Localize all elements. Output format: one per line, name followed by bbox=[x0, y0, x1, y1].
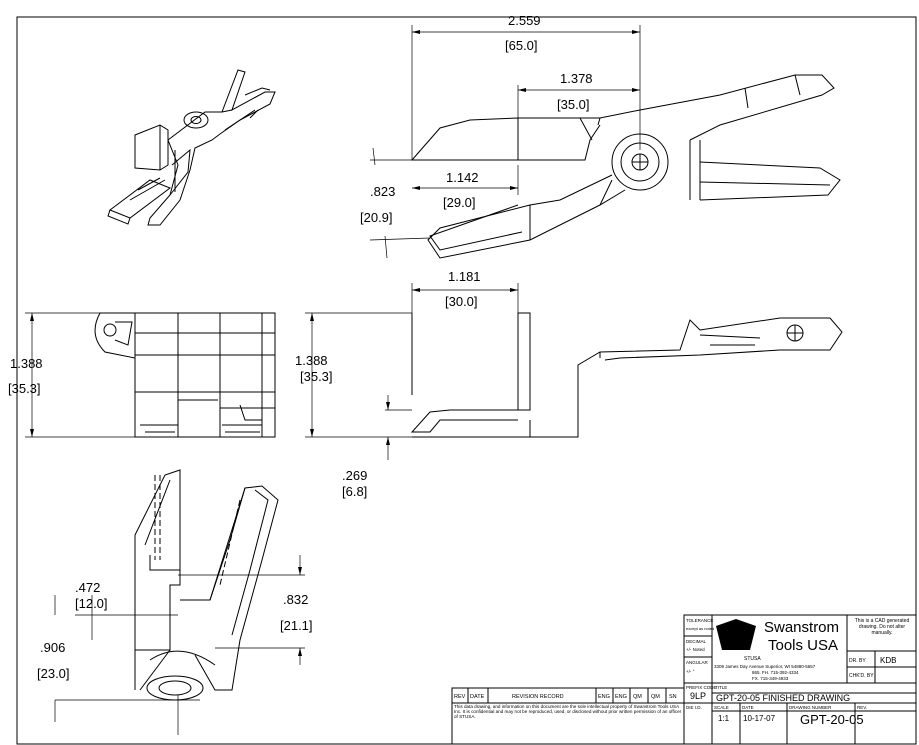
rev-header-eng1: ENG bbox=[598, 694, 610, 700]
company-address: 3309 James Day Avenue Superior, WI 54880… bbox=[714, 664, 816, 669]
dim-side-len-in: 1.181 bbox=[448, 269, 481, 284]
prefix-label: PREFIX CODE bbox=[686, 685, 717, 690]
decimal-value: +/- Noted bbox=[686, 647, 705, 652]
isometric-view bbox=[107, 69, 276, 226]
company-abbr: STUSA bbox=[744, 656, 761, 662]
rev-header-eng2: ENG bbox=[615, 694, 627, 700]
dim-jawh-mm: [20.9] bbox=[360, 210, 393, 225]
bottom-dimensions bbox=[54, 555, 305, 735]
dim-front-h-mm: [35.3] bbox=[8, 381, 41, 396]
dim-bottom-c-in: .832 bbox=[283, 592, 308, 607]
cad-note: This is a CAD generated drawing. Do not … bbox=[854, 618, 910, 636]
company-fax: FX. 715-349-4933 bbox=[752, 676, 789, 681]
dim-bottom-b-mm: [23.0] bbox=[37, 666, 70, 681]
tolerance-note: except as noted bbox=[686, 626, 714, 631]
front-dimensions bbox=[25, 312, 135, 438]
scale-value: 1:1 bbox=[718, 714, 730, 723]
dim-tip-mm: [6.8] bbox=[342, 484, 367, 499]
dim-front-h-in: 1.388 bbox=[10, 356, 43, 371]
drawn-by-label: DR. BY bbox=[849, 658, 866, 664]
company-logo-pentagon bbox=[716, 619, 756, 650]
dim-overall-mm: [65.0] bbox=[505, 38, 538, 53]
rev-header-qm2: QM bbox=[651, 694, 660, 700]
front-view bbox=[94, 312, 276, 438]
dim-tip-in: .269 bbox=[342, 468, 367, 483]
rev-header-date: DATE bbox=[470, 694, 485, 700]
confidential-notice: This data drawing, and information on th… bbox=[454, 704, 682, 720]
company-name-line2: Tools USA bbox=[768, 637, 838, 654]
side-view bbox=[410, 312, 843, 438]
dim-bottom-a-in: .472 bbox=[75, 580, 100, 595]
side-dimensions bbox=[305, 283, 519, 460]
scale-label: SCALE bbox=[714, 705, 729, 710]
rev-label: REV. bbox=[857, 705, 867, 710]
plan-view bbox=[410, 74, 841, 259]
checked-by-label: CHK'D. BY bbox=[849, 673, 874, 679]
company-name-line1: Swanstrom bbox=[764, 619, 839, 636]
dim-side-h-in: 1.388 bbox=[295, 353, 328, 368]
date-value: 10-17-07 bbox=[743, 714, 776, 723]
drawing-number-label: DRAWING NUMBER bbox=[789, 705, 832, 710]
die-label: DIE I.D. bbox=[686, 705, 702, 710]
dim-bottom-c-mm: [21.1] bbox=[280, 618, 313, 633]
dim-bottom-a-mm: [12.0] bbox=[75, 596, 108, 611]
date-label: DATE bbox=[742, 705, 754, 710]
prefix-code: 9LP bbox=[690, 691, 706, 701]
dim-side-len-mm: [30.0] bbox=[445, 294, 478, 309]
dim-overall-in: 2.559 bbox=[508, 13, 541, 28]
rev-header-record: REVISION RECORD bbox=[512, 694, 564, 700]
title-label: TITLE bbox=[715, 685, 727, 690]
dim-side-h-mm: [35.3] bbox=[300, 369, 333, 384]
rev-header-rev: REV bbox=[454, 694, 466, 700]
angular-label: ANGULAR bbox=[686, 660, 709, 665]
drawing-number: GPT-20-05 bbox=[800, 712, 864, 727]
dim-bottom-b-in: .906 bbox=[40, 640, 65, 655]
dim-jaw-in: 1.142 bbox=[446, 170, 479, 185]
bottom-view bbox=[134, 469, 279, 701]
rev-header-qm1: QM bbox=[633, 694, 642, 700]
rev-header-sn: SN bbox=[669, 694, 677, 700]
tolerance-label: TOLERANCE bbox=[686, 618, 713, 623]
title-block bbox=[451, 614, 917, 745]
drawn-by: KDB bbox=[880, 656, 896, 665]
decimal-label: DECIMAL bbox=[686, 639, 707, 644]
drawing-title: GPT-20-05 FINISHED DRAWING bbox=[716, 693, 850, 703]
dim-blade-mm: [35.0] bbox=[557, 97, 590, 112]
plan-dimensions bbox=[369, 25, 641, 259]
angular-value: +/- ° bbox=[686, 669, 695, 674]
dim-jawh-in: .823 bbox=[370, 184, 395, 199]
company-phone: 865. FH. 715-392-4334 bbox=[752, 670, 799, 675]
dim-jaw-mm: [29.0] bbox=[443, 195, 476, 210]
dim-blade-in: 1.378 bbox=[560, 71, 593, 86]
